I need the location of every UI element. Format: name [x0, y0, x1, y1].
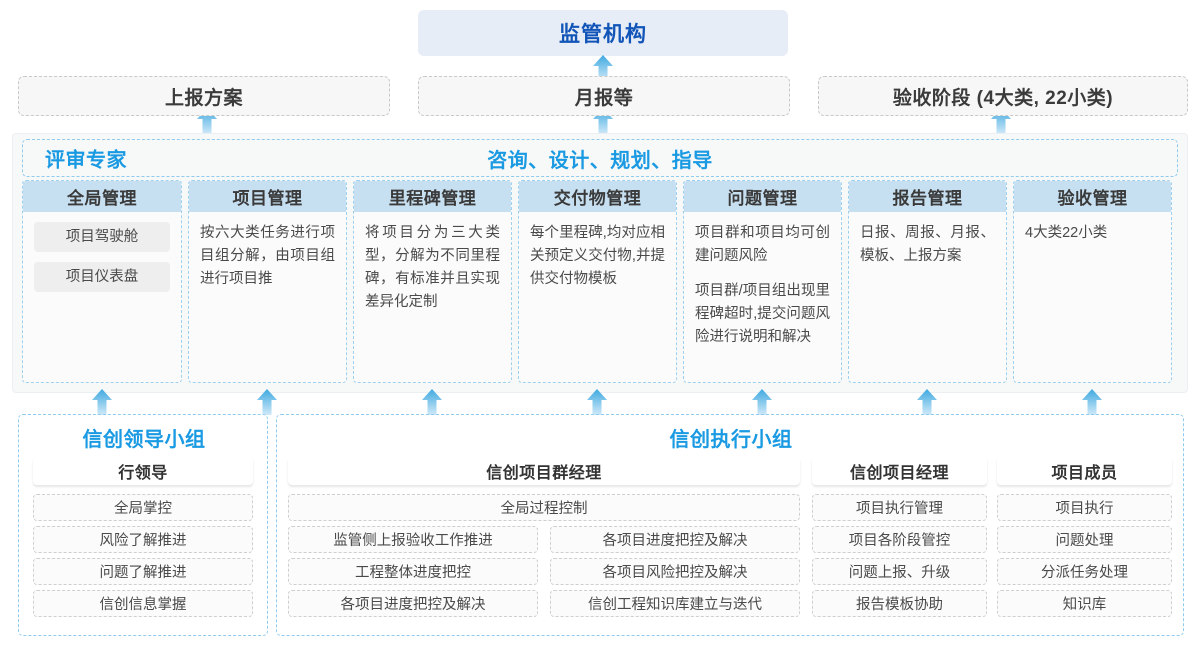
arrow-up-column-1 — [256, 389, 278, 415]
pill-project-cockpit: 项目驾驶舱 — [34, 222, 170, 252]
role-strip: 评审专家 咨询、设计、规划、指导 — [22, 139, 1178, 177]
program-manager-item-a2: 各项目进度把控及解决 — [288, 590, 538, 617]
program-manager-item-b2: 信创工程知识库建立与迭代 — [550, 590, 800, 617]
arrow-up-column-2 — [421, 389, 443, 415]
management-column-2-para-0: 将项目分为三大类型，分解为不同里程碑，有标准并且实现差异化定制 — [365, 225, 500, 310]
management-column-4-head: 问题管理 — [684, 181, 841, 212]
project-member-head: 项目成员 — [997, 457, 1172, 485]
top-box-0-label: 上报方案 — [164, 87, 243, 109]
leadership-item-0: 全局掌控 — [33, 494, 253, 521]
management-column-1-para-0: 按六大类任务进行项目组分解，由项目组进行项目推 — [200, 225, 335, 287]
top-box-1-label: 月报等 — [574, 87, 634, 109]
program-manager-item-b0: 各项目进度把控及解决 — [550, 526, 800, 553]
management-column-3: 交付物管理 每个里程碑,均对应相关预定义交付物,并提供交付物模板 — [518, 180, 677, 383]
leadership-group-panel: 信创领导小组 — [18, 414, 268, 636]
management-column-5-body: 日报、周报、月报、模板、上报方案 — [849, 212, 1006, 268]
program-manager-item-a0: 监管侧上报验收工作推进 — [288, 526, 538, 553]
arrow-up-column-4 — [751, 389, 773, 415]
arrow-up-to-regulator — [592, 55, 614, 81]
project-member-item-3: 知识库 — [997, 590, 1172, 617]
top-box-2-label: 验收阶段 (4大类, 22小类) — [892, 87, 1114, 109]
management-column-4: 问题管理 项目群和项目均可创建问题风险 项目群/项目组出现里程碑超时,提交问题风… — [683, 180, 842, 383]
top-box-2: 验收阶段 (4大类, 22小类) — [818, 76, 1188, 116]
leadership-item-2: 问题了解推进 — [33, 558, 253, 585]
leadership-group-title: 信创领导小组 — [82, 429, 206, 451]
project-manager-item-2: 问题上报、升级 — [812, 558, 987, 585]
management-column-1-head: 项目管理 — [189, 181, 346, 212]
management-column-1-body: 按六大类任务进行项目组分解，由项目组进行项目推 — [189, 212, 346, 291]
management-column-5-head: 报告管理 — [849, 181, 1006, 212]
leadership-head: 行领导 — [33, 457, 253, 485]
project-manager-item-1: 项目各阶段管控 — [812, 526, 987, 553]
execution-group-title: 信创执行小组 — [669, 429, 793, 451]
management-column-6-body: 4大类22小类 — [1014, 212, 1171, 245]
program-manager-item-a1: 工程整体进度把控 — [288, 558, 538, 585]
top-box-0: 上报方案 — [18, 76, 390, 116]
arrow-up-column-0 — [91, 389, 113, 415]
project-manager-item-3: 报告模板协助 — [812, 590, 987, 617]
pill-project-dashboard: 项目仪表盘 — [34, 262, 170, 292]
management-column-3-body: 每个里程碑,均对应相关预定义交付物,并提供交付物模板 — [519, 212, 676, 291]
management-column-3-head: 交付物管理 — [519, 181, 676, 212]
project-member-item-1: 问题处理 — [997, 526, 1172, 553]
role-left-title: 评审专家 — [45, 149, 127, 172]
arrow-up-column-3 — [586, 389, 608, 415]
arrow-up-column-6 — [1081, 389, 1103, 415]
management-column-0: 全局管理 项目驾驶舱 项目仪表盘 — [22, 180, 182, 383]
management-column-5: 报告管理 日报、周报、月报、模板、上报方案 — [848, 180, 1007, 383]
execution-group-panel: 信创执行小组 — [276, 414, 1184, 636]
leadership-item-3: 信创信息掌握 — [33, 590, 253, 617]
management-column-1: 项目管理 按六大类任务进行项目组分解，由项目组进行项目推 — [188, 180, 347, 383]
top-box-1: 月报等 — [418, 76, 790, 116]
management-column-2: 里程碑管理 将项目分为三大类型，分解为不同里程碑，有标准并且实现差异化定制 — [353, 180, 512, 383]
arrow-up-column-5 — [916, 389, 938, 415]
management-column-6-para-0: 4大类22小类 — [1025, 225, 1108, 241]
management-column-4-para-0: 项目群和项目均可创建问题风险 — [695, 225, 830, 264]
leadership-item-1: 风险了解推进 — [33, 526, 253, 553]
management-column-4-body: 项目群和项目均可创建问题风险 项目群/项目组出现里程碑超时,提交问题风险进行说明… — [684, 212, 841, 349]
management-column-0-body: 项目驾驶舱 项目仪表盘 — [23, 212, 181, 292]
management-column-4-para-1: 项目群/项目组出现里程碑超时,提交问题风险进行说明和解决 — [695, 283, 830, 345]
project-manager-head: 信创项目经理 — [812, 457, 987, 485]
project-manager-item-0: 项目执行管理 — [812, 494, 987, 521]
program-manager-head: 信创项目群经理 — [288, 457, 800, 485]
management-column-3-para-0: 每个里程碑,均对应相关预定义交付物,并提供交付物模板 — [530, 225, 665, 287]
project-member-item-2: 分派任务处理 — [997, 558, 1172, 585]
role-center-title: 咨询、设计、规划、指导 — [487, 149, 713, 172]
management-column-2-head: 里程碑管理 — [354, 181, 511, 212]
management-column-6: 验收管理 4大类22小类 — [1013, 180, 1172, 383]
management-column-5-para-0: 日报、周报、月报、模板、上报方案 — [860, 225, 995, 264]
project-member-item-0: 项目执行 — [997, 494, 1172, 521]
regulator-box: 监管机构 — [418, 10, 788, 56]
management-column-0-head: 全局管理 — [23, 181, 181, 212]
management-column-2-body: 将项目分为三大类型，分解为不同里程碑，有标准并且实现差异化定制 — [354, 212, 511, 314]
program-manager-item-b1: 各项目风险把控及解决 — [550, 558, 800, 585]
management-column-6-head: 验收管理 — [1014, 181, 1171, 212]
program-manager-wide-item: 全局过程控制 — [288, 494, 800, 521]
regulator-label: 监管机构 — [559, 23, 647, 46]
